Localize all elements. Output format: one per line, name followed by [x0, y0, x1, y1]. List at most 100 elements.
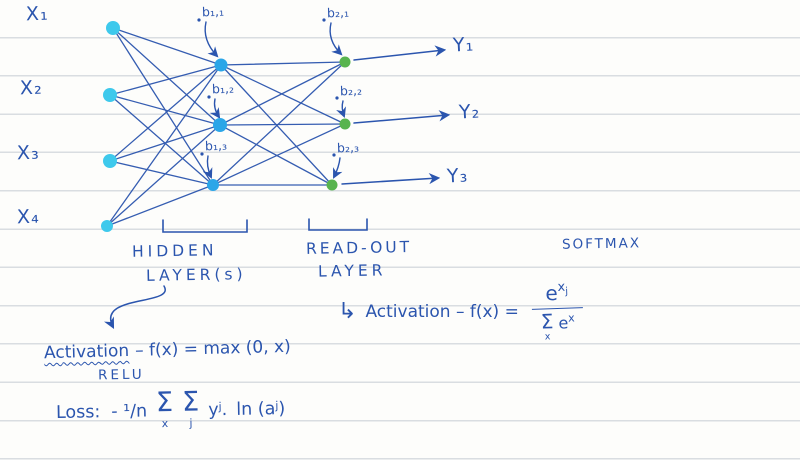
readout-layer-label-line1: READ-OUT — [305, 238, 413, 258]
numerator-base: e — [544, 280, 558, 306]
bias-arrow-b23 — [333, 157, 343, 179]
bias-label-b11: b₁,₁ — [201, 3, 225, 20]
hidden-node-1 — [214, 58, 228, 72]
softmax-label: SOFTMAX — [561, 235, 642, 253]
hidden-layer-label-line2: LAYER(s) — [145, 265, 247, 285]
arrow-to-y2 — [353, 110, 451, 124]
input-label-x4: X₄ — [16, 205, 40, 229]
denominator-exponent: x — [567, 311, 575, 325]
exponent-x: x — [557, 279, 566, 295]
sum-over-j: Σ j — [182, 387, 200, 430]
term-base: y — [208, 400, 219, 421]
edge — [220, 61, 346, 66]
bias-label-b12: b₁,₂ — [211, 80, 235, 97]
sigma: Σ — [155, 386, 174, 419]
hidden-node-2 — [213, 118, 227, 132]
edge — [112, 27, 222, 66]
output-node-3 — [326, 179, 338, 191]
bias-arrow-b13 — [202, 155, 213, 179]
log-post: ) — [278, 398, 286, 420]
input-label-x3: X₃ — [16, 141, 40, 165]
pen-dot — [335, 96, 339, 100]
relu-expression: – f(x) = max (0, x) — [134, 336, 291, 361]
sum-over-x: Σ x — [155, 386, 174, 431]
arrow-to-y3 — [341, 172, 441, 185]
input-node-2 — [103, 88, 117, 102]
exponent-sub-j: j — [564, 286, 569, 298]
edge — [106, 64, 222, 227]
bias-arrow-b11 — [204, 21, 219, 58]
sigma-limit: x — [544, 331, 551, 343]
term-dot: . — [221, 399, 228, 421]
edge — [220, 64, 346, 125]
edge — [106, 124, 221, 227]
edge — [212, 61, 346, 186]
sigma-limit: x — [161, 416, 169, 431]
layer-brackets — [162, 218, 368, 233]
pen-dot — [322, 18, 326, 22]
curved-arrow-to-relu — [103, 285, 166, 330]
edge — [109, 64, 222, 162]
output-arrows — [341, 45, 451, 185]
output-label-y3: Y₃ — [446, 164, 469, 188]
input-label-x2: X₂ — [19, 76, 43, 100]
edge — [219, 124, 333, 186]
loss-label: Loss: — [55, 402, 101, 423]
input-nodes — [101, 21, 120, 232]
input-node-1 — [106, 21, 120, 35]
edge — [212, 123, 346, 186]
hidden-layer-bracket — [162, 219, 248, 233]
relu-activation-word: Activation — [43, 341, 130, 364]
arrow-hook-icon: ↳ — [338, 298, 357, 324]
edge — [219, 61, 346, 126]
edge — [109, 94, 214, 186]
edge — [109, 64, 222, 96]
softmax-denominator: Σ x ex — [540, 309, 575, 343]
pen-dot — [207, 95, 211, 99]
input-node-4 — [101, 220, 113, 232]
arrow-to-y1 — [353, 45, 447, 61]
denominator-term: ex — [558, 311, 575, 333]
relu-name-label: RELU — [97, 366, 145, 384]
softmax-activation-text: Activation – f(x) = — [365, 301, 519, 322]
hidden-nodes — [207, 58, 228, 191]
bias-label-b21: b₂,₁ — [326, 4, 350, 21]
bias-label-b22: b₂,₂ — [339, 82, 363, 99]
sum-over-x: Σ x — [540, 309, 554, 343]
bias-label-dots — [197, 18, 339, 157]
bias-arrows — [202, 21, 346, 179]
readout-layer-label-line2: LAYER — [317, 261, 387, 281]
output-node-1 — [339, 56, 351, 68]
loss-coefficient: - ¹/n — [111, 401, 148, 423]
denominator-base: e — [557, 313, 569, 333]
output-label-y2: Y₂ — [458, 100, 481, 124]
output-nodes — [326, 56, 351, 191]
edge — [109, 94, 221, 126]
input-node-3 — [103, 154, 117, 168]
edge — [112, 27, 214, 186]
pen-dot — [197, 18, 201, 22]
bias-label-b23: b₂,₃ — [336, 139, 360, 156]
numerator-exponent: xj — [557, 279, 569, 298]
bias-arrow-b12 — [209, 98, 221, 119]
bias-arrow-b22 — [336, 100, 346, 118]
hidden-output-edges — [212, 61, 346, 186]
input-label-x1: X₁ — [25, 2, 49, 26]
sigma: Σ — [540, 309, 554, 334]
edge — [109, 160, 214, 186]
edge — [219, 123, 346, 126]
pen-dot — [332, 153, 336, 157]
output-label-y1: Y₁ — [452, 33, 475, 57]
hidden-layer-label-line1: HIDDEN — [131, 241, 218, 261]
output-node-2 — [339, 118, 351, 130]
readout-layer-bracket — [308, 218, 368, 231]
hidden-node-3 — [207, 179, 219, 191]
